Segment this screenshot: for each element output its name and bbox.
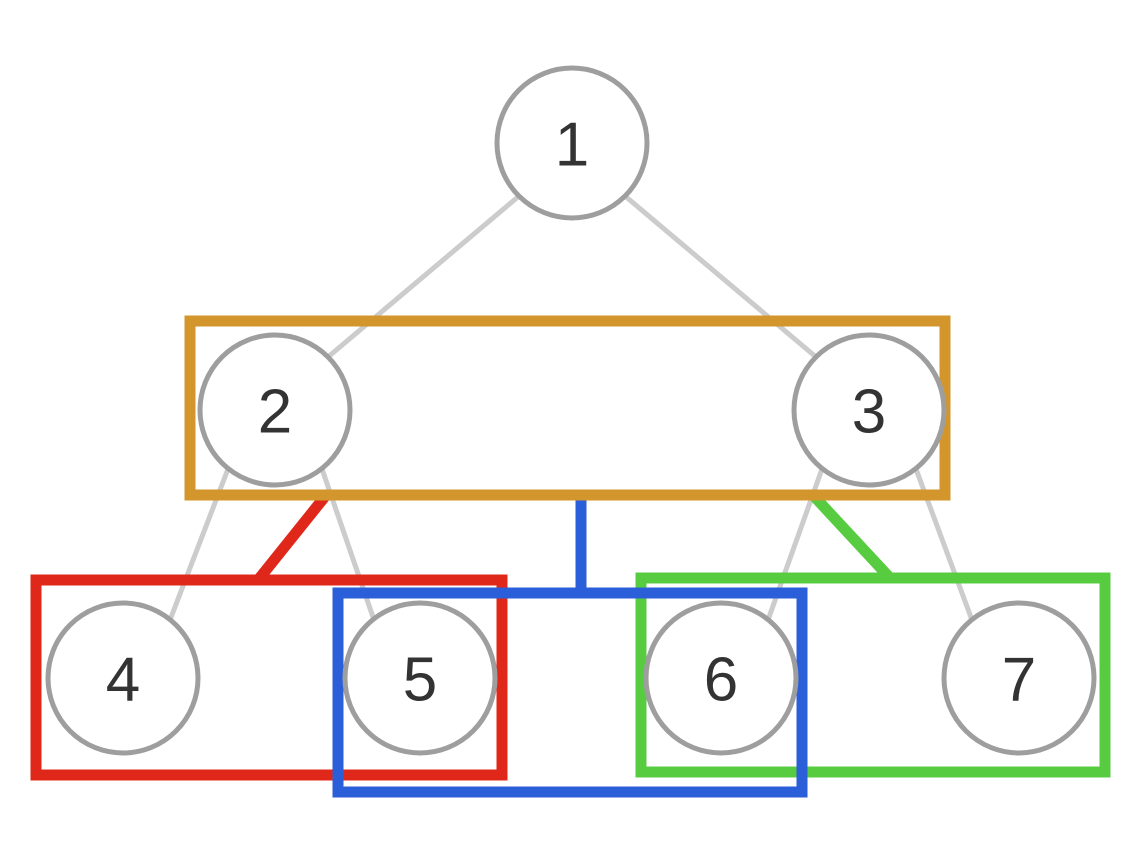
node-7-label: 7: [1002, 646, 1036, 715]
node-4-label: 4: [106, 646, 140, 715]
node-4-circle: [45, 600, 201, 756]
connector-layer: [253, 490, 895, 593]
edge-1-3: [623, 194, 818, 359]
connector-green: [807, 490, 895, 582]
node-3-circle: [791, 332, 947, 488]
node-7[interactable]: 7: [941, 600, 1097, 756]
node-7-circle: [941, 600, 1097, 756]
node-2-circle: [197, 332, 353, 488]
node-3-label: 3: [852, 378, 886, 447]
node-6-circle: [643, 600, 799, 756]
node-layer: 1 2 3 4 5 6: [45, 65, 1097, 756]
group-box-green[interactable]: [635, 572, 1111, 778]
node-4[interactable]: 4: [45, 600, 201, 756]
node-5-circle: [342, 600, 498, 756]
node-6-label: 6: [704, 646, 738, 715]
connector-red: [253, 490, 332, 584]
node-5[interactable]: 5: [342, 600, 498, 756]
node-3[interactable]: 3: [791, 332, 947, 488]
group-box-blue[interactable]: [332, 587, 808, 798]
node-1-circle: [494, 65, 650, 221]
node-5-label: 5: [403, 646, 437, 715]
node-1[interactable]: 1: [494, 65, 650, 221]
group-box-layer: [30, 315, 1111, 798]
node-2-label: 2: [258, 378, 292, 447]
node-2[interactable]: 2: [197, 332, 353, 488]
node-1-label: 1: [555, 111, 589, 180]
group-box-red[interactable]: [30, 574, 508, 781]
node-6[interactable]: 6: [643, 600, 799, 756]
edge-1-2: [326, 194, 521, 359]
